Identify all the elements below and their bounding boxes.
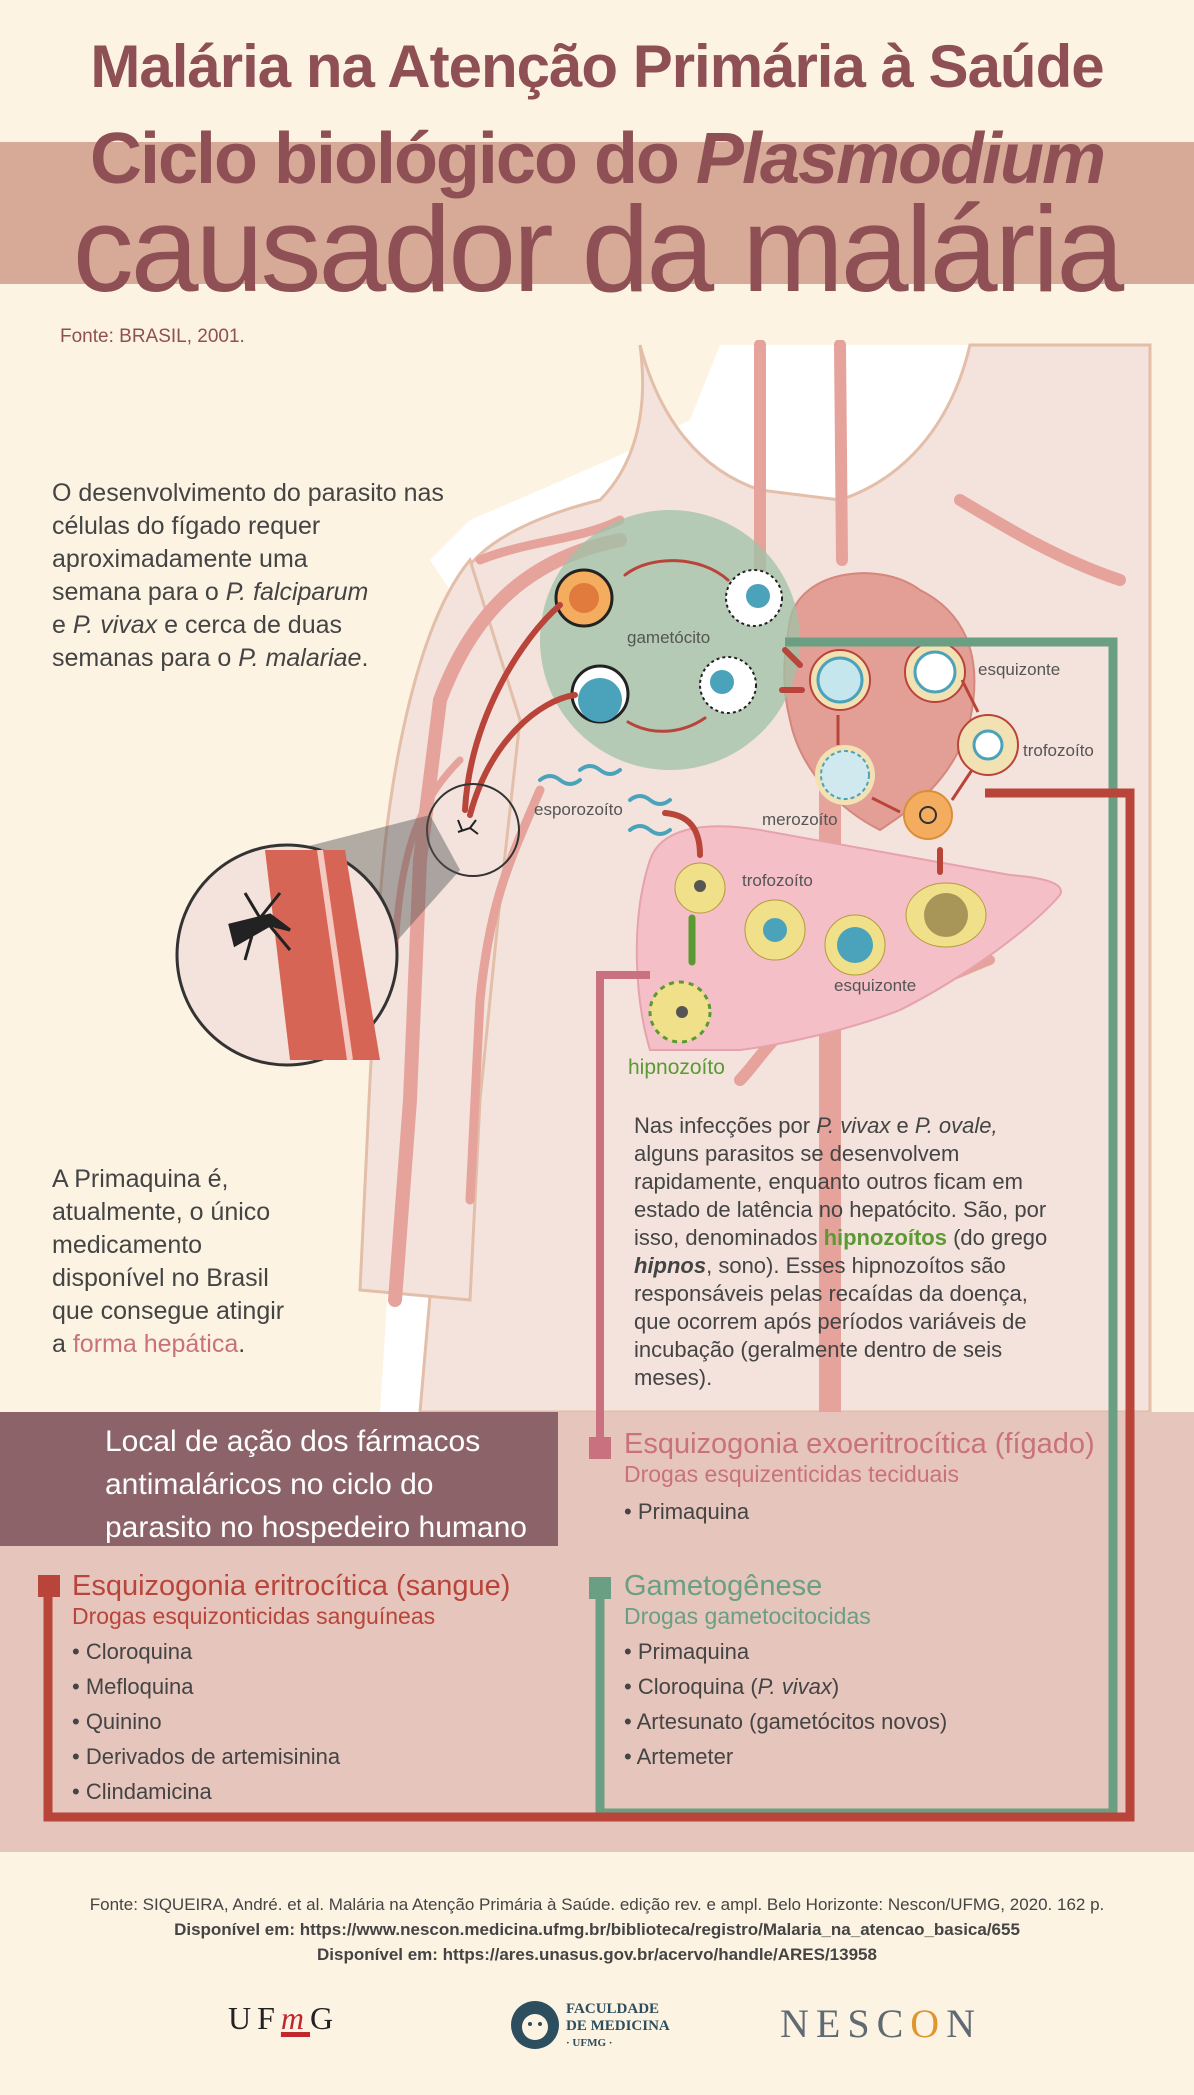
page-subtitle: Ciclo biológico do Plasmodium: [89, 119, 1106, 199]
body-illustration: [175, 340, 1152, 1420]
page-title: Malária na Atenção Primária à Saúde: [90, 33, 1104, 100]
list-item: • Cloroquina (P. vivax): [624, 1674, 840, 1699]
label-esquizonte-blood: esquizonte: [978, 660, 1061, 679]
list-item: • Artesunato (gametócitos novos): [624, 1709, 948, 1734]
arrow-cycle-2: [950, 769, 974, 801]
section-eritrocitica: Esquizogonia eritrocítica (sangue) Droga…: [72, 1570, 510, 1809]
label-merozoito: merozoíto: [762, 810, 838, 829]
zoom-artery-2: [317, 849, 353, 1061]
arrow-mosquito-up-2: [467, 692, 578, 818]
faculdade-medicina-logo: FACULDADE DE MEDICINA · UFMG ·: [508, 1995, 670, 2060]
bracket-green: [785, 637, 1118, 1420]
mosquito-small-icon: [457, 819, 479, 835]
blood-cells: [554, 568, 1019, 840]
arrow-cycle-1: [960, 679, 980, 713]
list-item: • Quinino: [72, 1709, 162, 1734]
page-subtitle-2: causador da malária: [72, 181, 1124, 317]
bracket-red: [985, 788, 1135, 1420]
text-hipnozoitos: Nas infecções por P. vivax e P. ovale, a…: [634, 1113, 1048, 1390]
label-trofozoito-liver: trofozoíto: [742, 871, 813, 890]
text-liver-development: O desenvolvimento do parasito nas célula…: [52, 479, 444, 672]
list-item: • Cloroquina: [72, 1639, 193, 1664]
artery-arm-2: [465, 785, 545, 1205]
footer-link-2: Disponível em: https://ares.unasus.gov.b…: [317, 1945, 877, 1964]
artery-arm-3: [391, 756, 464, 954]
source-note: Fonte: BRASIL, 2001.: [60, 326, 245, 347]
banner-local-acao: Local de ação dos fármacos antimaláricos…: [0, 1412, 558, 1546]
footer-link-1: Disponível em: https://www.nescon.medici…: [174, 1920, 1020, 1939]
section-gametogenese: Gametogênese Drogas gametocitocidas • Pr…: [624, 1570, 947, 1774]
sporozoite-3: [628, 794, 672, 806]
arrow-cycle-3: [871, 796, 901, 814]
sporozoite-4: [628, 824, 672, 836]
artery-neck-right: [834, 340, 848, 566]
label-esporozoito: esporozoíto: [534, 800, 623, 819]
artery-shoulder: [475, 515, 625, 565]
arrow-gamet-cycle-2: [626, 716, 707, 733]
title-band: [0, 142, 1194, 284]
section-exoeritrocitica: Esquizogonia exoeritrocítica (fígado) Dr…: [624, 1428, 1095, 1524]
list-item: • Primaquina: [624, 1639, 750, 1664]
ufmg-logo: UFmG: [228, 2000, 340, 2036]
mosquito-icon: [228, 892, 292, 961]
label-trofozoito-blood: trofozoíto: [1023, 741, 1094, 760]
arrow-mosquito-up: [462, 602, 563, 813]
sporozoite-2: [538, 774, 582, 786]
sporozoite-1: [578, 764, 622, 776]
footer-source: Fonte: SIQUEIRA, André. et al. Malária n…: [89, 1895, 1105, 1914]
arm: [358, 556, 522, 1302]
bracket-pink: [596, 971, 650, 1420]
arrow-to-liver: [662, 810, 703, 858]
lion-icon: [511, 2001, 559, 2049]
label-gametocito: gametócito: [627, 628, 711, 647]
arrow-gamet-cycle: [623, 559, 730, 582]
label-hipnozoito: hipnozoíto: [628, 1056, 725, 1079]
panel-brackets: [38, 1412, 1135, 1822]
nescon-logo: NESCON: [780, 2001, 983, 2046]
list-item: • Artemeter: [624, 1744, 734, 1769]
list-item: • Clindamicina: [72, 1779, 212, 1804]
zoom-artery: [265, 850, 380, 1060]
text-primaquina: A Primaquina é, atualmente, o único medi…: [52, 1165, 285, 1358]
bite-circle: [426, 783, 520, 877]
list-item: • Derivados de artemisinina: [72, 1744, 341, 1769]
liver-cells: [648, 862, 987, 1044]
arrow-blood-gamet: [782, 647, 803, 668]
list-item: • Mefloquina: [72, 1674, 194, 1699]
artery-right-shoulder: [954, 494, 1126, 586]
label-esquizonte-liver: esquizonte: [834, 976, 917, 995]
